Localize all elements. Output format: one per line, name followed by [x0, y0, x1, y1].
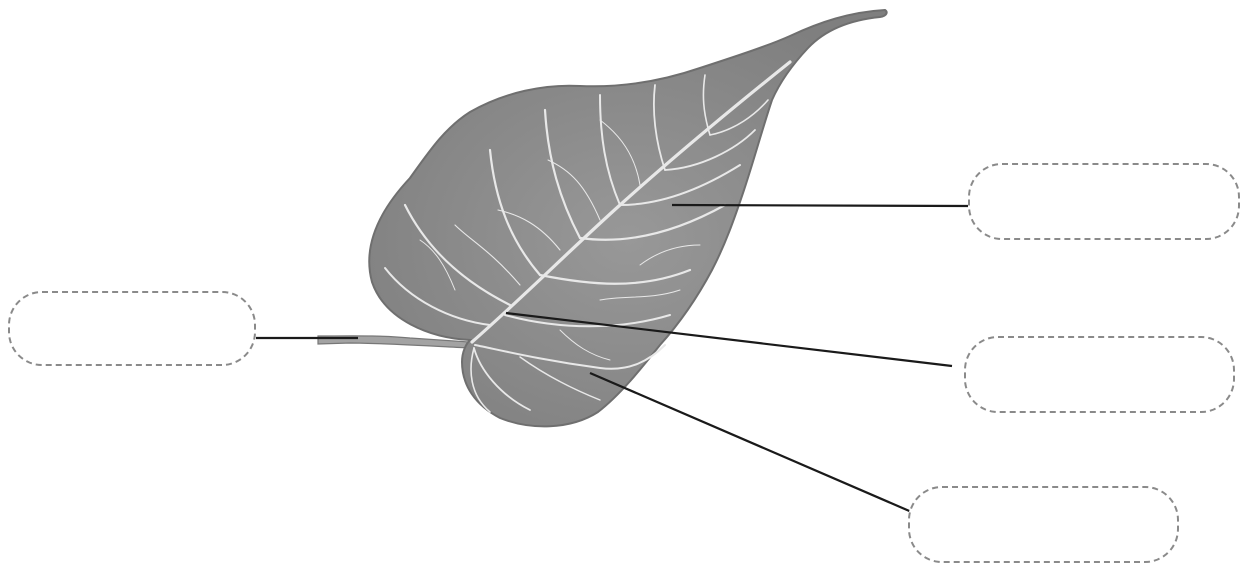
label-box-vein[interactable] — [968, 163, 1240, 240]
leader-line-lateral-vein — [672, 205, 968, 206]
leader-line-blade — [590, 373, 914, 513]
label-box-midrib[interactable] — [964, 336, 1235, 413]
label-box-blade[interactable] — [908, 486, 1179, 563]
label-box-petiole[interactable] — [8, 291, 256, 366]
leaf-blade — [369, 10, 886, 426]
